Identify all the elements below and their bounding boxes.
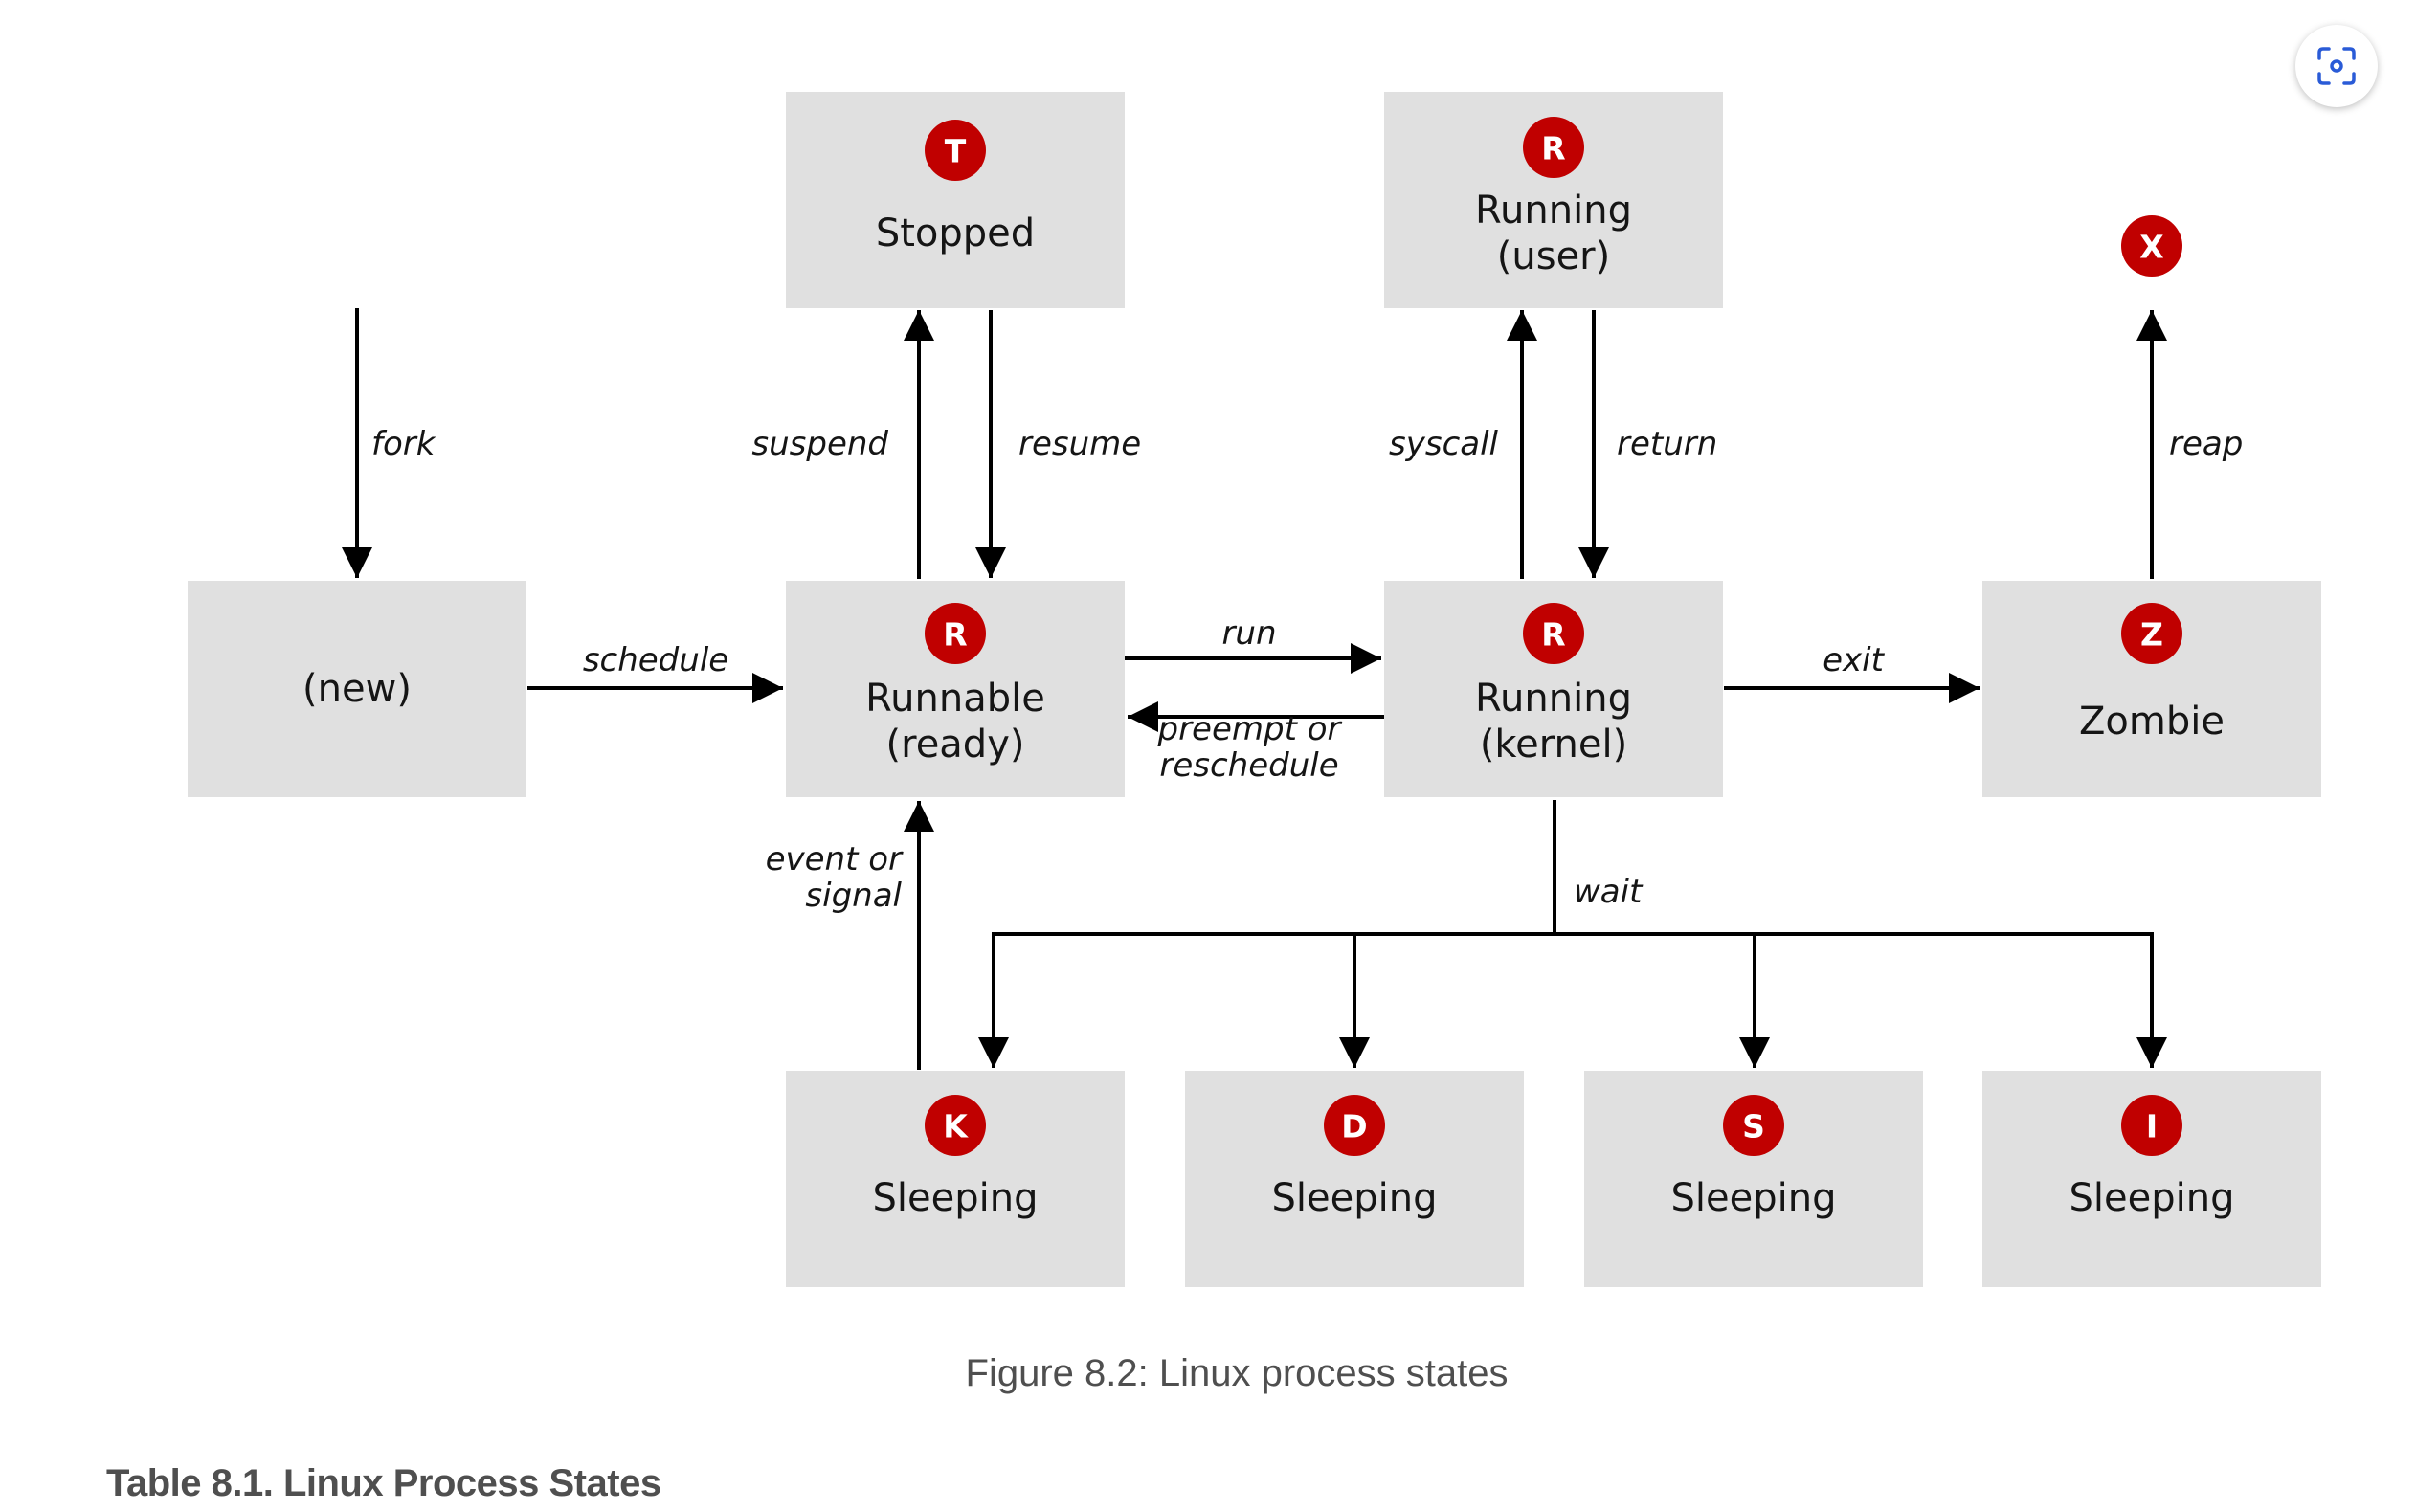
fork-label-line: fork bbox=[371, 425, 436, 463]
state-code-badge bbox=[925, 120, 986, 181]
state-code-letter: R bbox=[1541, 616, 1565, 654]
preempt-label-line: preempt or bbox=[1156, 710, 1342, 748]
state-sleeping-i: I Sleeping bbox=[1982, 1071, 2321, 1287]
state-code-letter: D bbox=[1341, 1108, 1367, 1145]
wait-label-line: wait bbox=[1574, 873, 1644, 911]
state-label: Running bbox=[1475, 677, 1632, 721]
state-code-badge bbox=[1324, 1095, 1385, 1156]
state-code-badge bbox=[925, 1095, 986, 1156]
state-label: (kernel) bbox=[1480, 723, 1627, 767]
state-code-letter: R bbox=[943, 616, 967, 654]
suspend-label-line: suspend bbox=[751, 425, 888, 463]
event-label-line: event or bbox=[766, 840, 904, 878]
state-code-letter: I bbox=[2146, 1108, 2158, 1145]
state-label: Sleeping bbox=[2069, 1176, 2235, 1220]
state-zombie: Z Zombie bbox=[1982, 581, 2321, 797]
state-code-letter: S bbox=[1742, 1108, 1765, 1145]
state-label: Sleeping bbox=[1671, 1176, 1837, 1220]
return-label-line: return bbox=[1617, 425, 1717, 463]
state-code-letter: K bbox=[943, 1108, 969, 1145]
syscall-label-line: syscall bbox=[1389, 425, 1499, 463]
syscall-label: syscall bbox=[1389, 425, 1499, 463]
exit-label-line: exit bbox=[1823, 641, 1885, 679]
state-dead: X bbox=[2121, 215, 2182, 277]
table-title: Table 8.1. Linux Process States bbox=[106, 1462, 661, 1504]
state-code-badge bbox=[1523, 603, 1584, 664]
state-runnable: R Runnable(ready) bbox=[786, 581, 1125, 797]
state-code-badge bbox=[925, 603, 986, 664]
state-label: Running bbox=[1475, 189, 1632, 233]
state-code-letter: R bbox=[1541, 130, 1565, 167]
state-label: Stopped bbox=[876, 211, 1035, 256]
state-code-letter: T bbox=[945, 133, 967, 170]
state-box bbox=[188, 581, 526, 797]
state-code-badge bbox=[1523, 117, 1584, 178]
run-label: run bbox=[1221, 614, 1276, 653]
fork-label: fork bbox=[371, 425, 436, 463]
state-label: Sleeping bbox=[1272, 1176, 1438, 1220]
state-label: Sleeping bbox=[873, 1176, 1039, 1220]
state-label: (user) bbox=[1497, 234, 1610, 278]
suspend-label: suspend bbox=[751, 425, 888, 463]
state-code-letter: Z bbox=[2140, 616, 2163, 654]
state-stopped: T Stopped bbox=[786, 92, 1125, 308]
state-label: Zombie bbox=[2079, 700, 2225, 744]
state-code-badge bbox=[2121, 215, 2182, 277]
state-running-kernel: R Running(kernel) bbox=[1384, 581, 1723, 797]
exit-label: exit bbox=[1823, 641, 1885, 679]
state-sleeping-d: D Sleeping bbox=[1185, 1071, 1524, 1287]
state-label: (new) bbox=[302, 667, 412, 711]
run-label-line: run bbox=[1221, 614, 1276, 653]
state-label: Runnable bbox=[865, 677, 1045, 721]
state-code-badge bbox=[1723, 1095, 1784, 1156]
return-label: return bbox=[1617, 425, 1717, 463]
state-sleeping-k: K Sleeping bbox=[786, 1071, 1125, 1287]
resume-label-line: resume bbox=[1018, 425, 1141, 463]
transition-arrows bbox=[342, 308, 2167, 1070]
schedule-label-line: schedule bbox=[583, 641, 728, 679]
preempt-label-line: reschedule bbox=[1159, 746, 1338, 785]
wait-label: wait bbox=[1574, 873, 1644, 911]
state-label: (ready) bbox=[886, 723, 1025, 767]
state-new: (new) bbox=[188, 581, 526, 797]
schedule-label: schedule bbox=[583, 641, 728, 679]
state-code-badge bbox=[2121, 603, 2182, 664]
reap-label: reap bbox=[2169, 425, 2243, 463]
state-code-letter: X bbox=[2139, 229, 2163, 266]
resume-label: resume bbox=[1018, 425, 1141, 463]
state-code-badge bbox=[2121, 1095, 2182, 1156]
visual-search-icon bbox=[2317, 47, 2356, 85]
state-running-user: R Running(user) bbox=[1384, 92, 1723, 308]
visual-search-button[interactable] bbox=[2295, 25, 2378, 107]
figure-caption: Figure 8.2: Linux process states bbox=[965, 1352, 1509, 1394]
reap-label-line: reap bbox=[2169, 425, 2243, 463]
event-label-line: signal bbox=[805, 877, 902, 915]
transition-labels: fork schedule suspend resume run preempt… bbox=[371, 425, 2243, 915]
state-sleeping-s: S Sleeping bbox=[1584, 1071, 1923, 1287]
